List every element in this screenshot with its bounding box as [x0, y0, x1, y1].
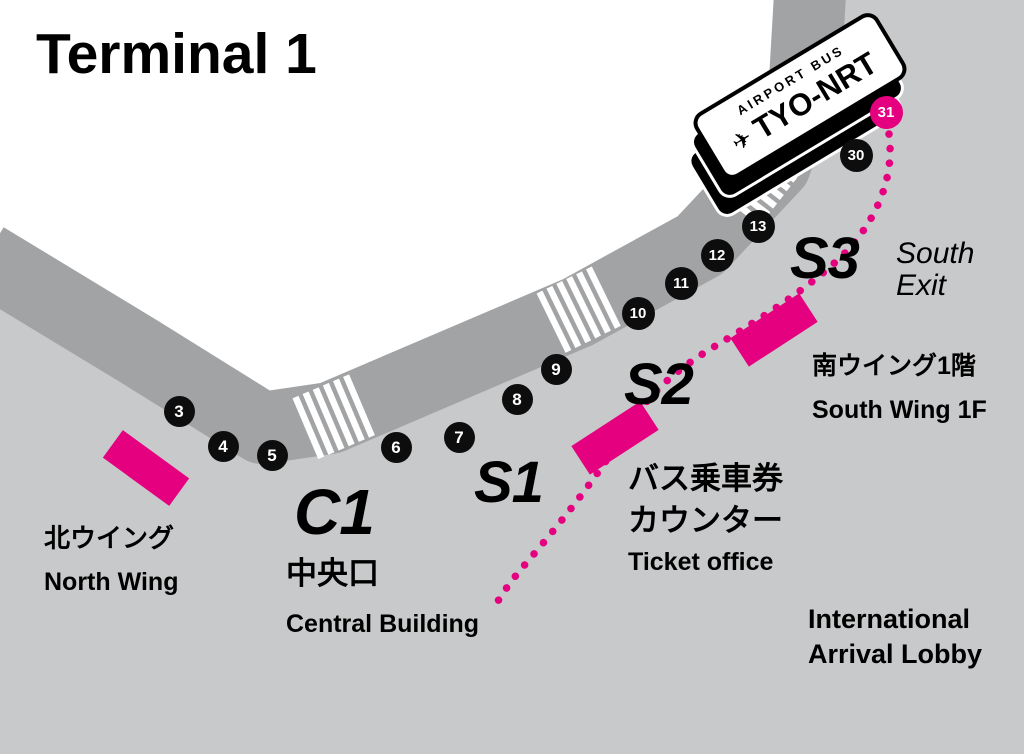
label-south-wing-en: South Wing 1F — [812, 396, 987, 424]
label-c1: C1 — [294, 476, 375, 548]
label-central-building-en: Central Building — [286, 610, 480, 638]
bus-bay-north-wing — [102, 430, 190, 506]
label-north-wing-en: North Wing — [44, 568, 179, 596]
label-s3: S3 — [790, 226, 860, 291]
label-s2: S2 — [624, 352, 694, 417]
label-central-building-jp: 中央口 — [286, 556, 379, 591]
bus-stop-6: 6 — [380, 431, 412, 463]
bus-stop-12: 12 — [700, 238, 734, 272]
bus-bay-s3 — [730, 293, 818, 367]
label-s1: S1 — [474, 450, 544, 515]
label-south-wing-jp: 南ウイング1階 — [812, 352, 976, 380]
bus-stop-10: 10 — [621, 296, 655, 330]
bus-stop-13: 13 — [741, 209, 775, 243]
label-international-arrival-lobby: International Arrival Lobby — [808, 604, 983, 670]
label-north-wing-jp: 北ウイング — [44, 523, 175, 553]
label-south-exit: South Exit — [896, 237, 975, 302]
page-title: Terminal 1 — [36, 22, 317, 86]
bus-route-dotted-line — [494, 130, 894, 605]
bus-stop-9: 9 — [540, 353, 572, 385]
bus-stop-7: 7 — [443, 421, 475, 453]
bus-stop-31: 31 — [869, 95, 903, 129]
airplane-icon: ✈ — [726, 123, 757, 156]
label-ticket-office-en: Ticket office — [628, 548, 774, 576]
bus-stop-4: 4 — [207, 430, 239, 462]
bus-stop-8: 8 — [501, 383, 533, 415]
bus-stop-30: 30 — [839, 138, 873, 172]
bus-bay-s2 — [571, 401, 659, 475]
bus-stop-3: 3 — [163, 395, 195, 427]
bus-stop-11: 11 — [664, 266, 698, 300]
label-ticket-office-jp: バス乗車券 カウンター — [628, 461, 783, 538]
bus-stop-5: 5 — [256, 439, 288, 471]
